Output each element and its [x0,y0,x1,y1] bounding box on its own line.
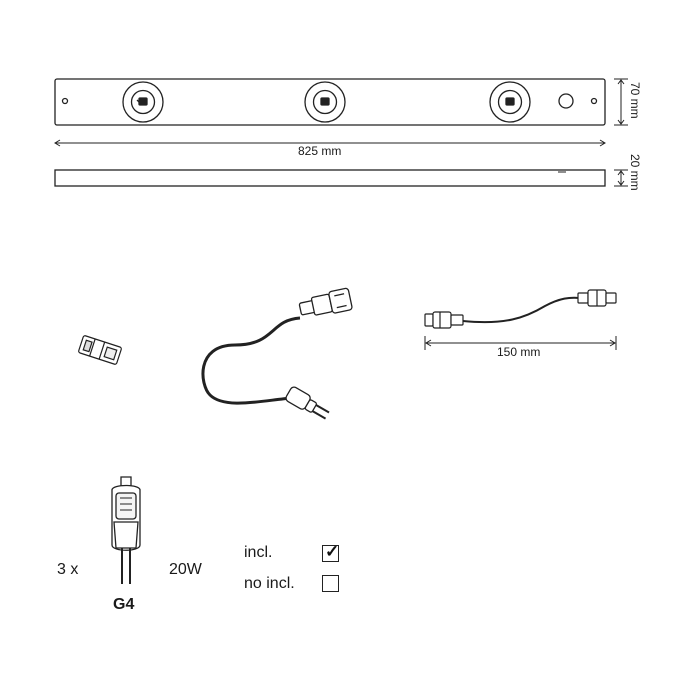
height-dimension [614,78,628,126]
length-dimension [54,139,606,147]
connection-cable-icon [424,289,617,329]
lamp-socket-icon [304,81,346,123]
connector-icon [78,335,122,365]
included-label: incl. [244,544,273,561]
bulb-socket-label: G4 [113,596,135,613]
light-bar-top-view [54,78,606,126]
bulb-quantity-label: 3 x [57,561,79,578]
side-height-dimension [614,169,628,187]
cable-connector-icon [577,289,617,307]
mount-hole-left [61,97,69,105]
cable-connector-icon [298,287,353,316]
not-included-checkbox [322,575,339,592]
bulb-power-label: 20W [169,561,202,578]
check-icon: ✓ [325,542,340,561]
not-included-label: no incl. [244,575,295,592]
lamp-socket-icon [122,81,164,123]
cable-connector-icon [424,311,464,329]
halogen-bulb-icon [111,476,141,584]
height-top-label: 70 mm [628,82,642,119]
length-label: 825 mm [298,144,342,158]
included-checkbox: ✓ [322,542,340,562]
power-cord-icon [201,287,353,420]
cable-length-label: 150 mm [497,345,541,359]
height-side-label: 20 mm [628,154,642,191]
cable-length-dimension [424,336,617,350]
switch-icon [558,93,574,109]
power-plug-icon [285,386,330,420]
light-bar-side-view [54,169,606,187]
mount-hole-right [590,97,598,105]
lamp-socket-icon [489,81,531,123]
